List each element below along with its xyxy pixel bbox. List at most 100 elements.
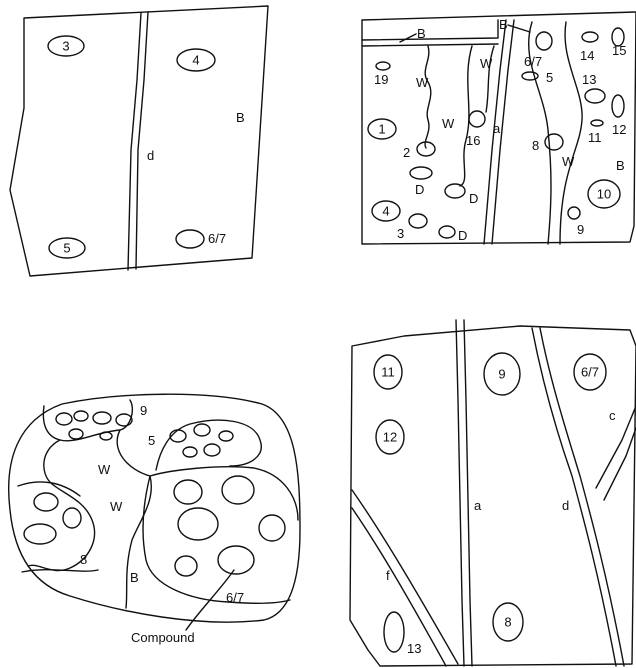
vein-c bbox=[596, 406, 636, 500]
clast bbox=[63, 508, 81, 528]
clast bbox=[219, 431, 233, 441]
panel-bottom-right: 11 9 6/7 c 12 a d f 8 13 bbox=[350, 320, 636, 666]
clast-compound bbox=[218, 546, 254, 574]
panel-bottom-left: 9 5 W W 8 B 6/7 Compound bbox=[9, 394, 300, 645]
n-9: 9 bbox=[577, 222, 584, 237]
clast bbox=[568, 207, 580, 219]
vein-f-upper bbox=[352, 490, 458, 664]
oval-5-label: 5 bbox=[63, 241, 70, 256]
clast bbox=[591, 120, 603, 126]
label-b: B bbox=[236, 110, 245, 125]
clast bbox=[56, 413, 72, 425]
boundary-right-domain bbox=[143, 467, 298, 604]
oval-12-label: 12 bbox=[383, 430, 397, 445]
n-2: 2 bbox=[403, 145, 410, 160]
clast bbox=[417, 142, 435, 156]
n-19: 19 bbox=[374, 72, 388, 87]
panel-top-right: B B 6/7 5 19 14 15 13 12 11 W W W 1 2 16 bbox=[362, 12, 636, 244]
n-6-7: 6/7 bbox=[524, 54, 542, 69]
w-1: W bbox=[98, 462, 111, 477]
vein-d-left bbox=[532, 328, 616, 666]
oval-10-label: 10 bbox=[597, 187, 611, 202]
vein-d-right bbox=[136, 12, 148, 269]
clast bbox=[222, 476, 254, 504]
clast bbox=[445, 184, 465, 198]
clast bbox=[178, 508, 218, 540]
clast bbox=[74, 411, 88, 421]
w-2: W bbox=[110, 499, 123, 514]
clast bbox=[69, 429, 83, 439]
clast bbox=[585, 89, 605, 103]
n-6-7: 6/7 bbox=[226, 590, 244, 605]
n-13: 13 bbox=[407, 641, 421, 656]
d-1: D bbox=[415, 182, 424, 197]
w-1: W bbox=[416, 75, 429, 90]
n-3: 3 bbox=[397, 226, 404, 241]
n-8: 8 bbox=[80, 552, 87, 567]
bed-band-top bbox=[362, 20, 498, 40]
clast bbox=[522, 72, 538, 80]
clast bbox=[170, 430, 186, 442]
label-d: d bbox=[147, 148, 154, 163]
clast bbox=[582, 32, 598, 42]
n-15: 15 bbox=[612, 43, 626, 58]
vein-a-left bbox=[456, 320, 464, 666]
vein-a-right bbox=[464, 320, 472, 666]
label-b-top-mid: B bbox=[499, 17, 508, 32]
clast bbox=[536, 32, 552, 50]
clast bbox=[612, 95, 624, 117]
clast bbox=[174, 480, 202, 504]
n-11: 11 bbox=[588, 130, 602, 145]
label-b-right: B bbox=[616, 158, 625, 173]
worm-trail-1 bbox=[425, 46, 431, 148]
oval-1-label: 1 bbox=[378, 122, 385, 137]
label-a: a bbox=[474, 498, 482, 513]
clast bbox=[469, 111, 485, 127]
clast bbox=[410, 167, 432, 179]
oval-4-label: 4 bbox=[192, 53, 199, 68]
compound-label: Compound bbox=[131, 630, 195, 645]
bed-band-bottom bbox=[362, 44, 498, 46]
clast bbox=[409, 214, 427, 228]
clast bbox=[183, 447, 197, 457]
leader-b bbox=[400, 34, 416, 42]
w-4: W bbox=[562, 154, 575, 169]
oval-9-label: 9 bbox=[498, 367, 505, 382]
oval-6-7 bbox=[176, 230, 204, 248]
clast bbox=[259, 515, 285, 541]
d-3: D bbox=[458, 228, 467, 243]
label-b-top-left: B bbox=[417, 26, 426, 41]
clast bbox=[194, 424, 210, 436]
oval-4-label: 4 bbox=[382, 204, 389, 219]
n-14: 14 bbox=[580, 48, 594, 63]
vein-f-lower bbox=[352, 508, 446, 666]
n-16: 16 bbox=[466, 133, 480, 148]
clast bbox=[376, 62, 390, 70]
w-2: W bbox=[442, 116, 455, 131]
oval-11-label: 11 bbox=[381, 365, 395, 380]
oval-3-label: 3 bbox=[62, 39, 69, 54]
nodule-outline bbox=[9, 394, 300, 622]
n-8: 8 bbox=[532, 138, 539, 153]
clast bbox=[93, 412, 111, 424]
label-f: f bbox=[386, 568, 390, 583]
label-6-7: 6/7 bbox=[208, 231, 226, 246]
clast bbox=[439, 226, 455, 238]
w-3: W bbox=[480, 56, 493, 71]
n-12: 12 bbox=[612, 122, 626, 137]
clast bbox=[34, 493, 58, 511]
label-d: d bbox=[562, 498, 569, 513]
clast-13 bbox=[384, 612, 404, 652]
label-c: c bbox=[609, 408, 616, 423]
clast bbox=[204, 444, 220, 456]
clast bbox=[175, 556, 197, 576]
label-a: a bbox=[493, 121, 501, 136]
oval-8-label: 8 bbox=[504, 615, 511, 630]
oval-6-7-label: 6/7 bbox=[581, 365, 599, 380]
n-5: 5 bbox=[546, 70, 553, 85]
n-9: 9 bbox=[140, 403, 147, 418]
n-5: 5 bbox=[148, 433, 155, 448]
d-2: D bbox=[469, 191, 478, 206]
clast bbox=[545, 134, 563, 150]
